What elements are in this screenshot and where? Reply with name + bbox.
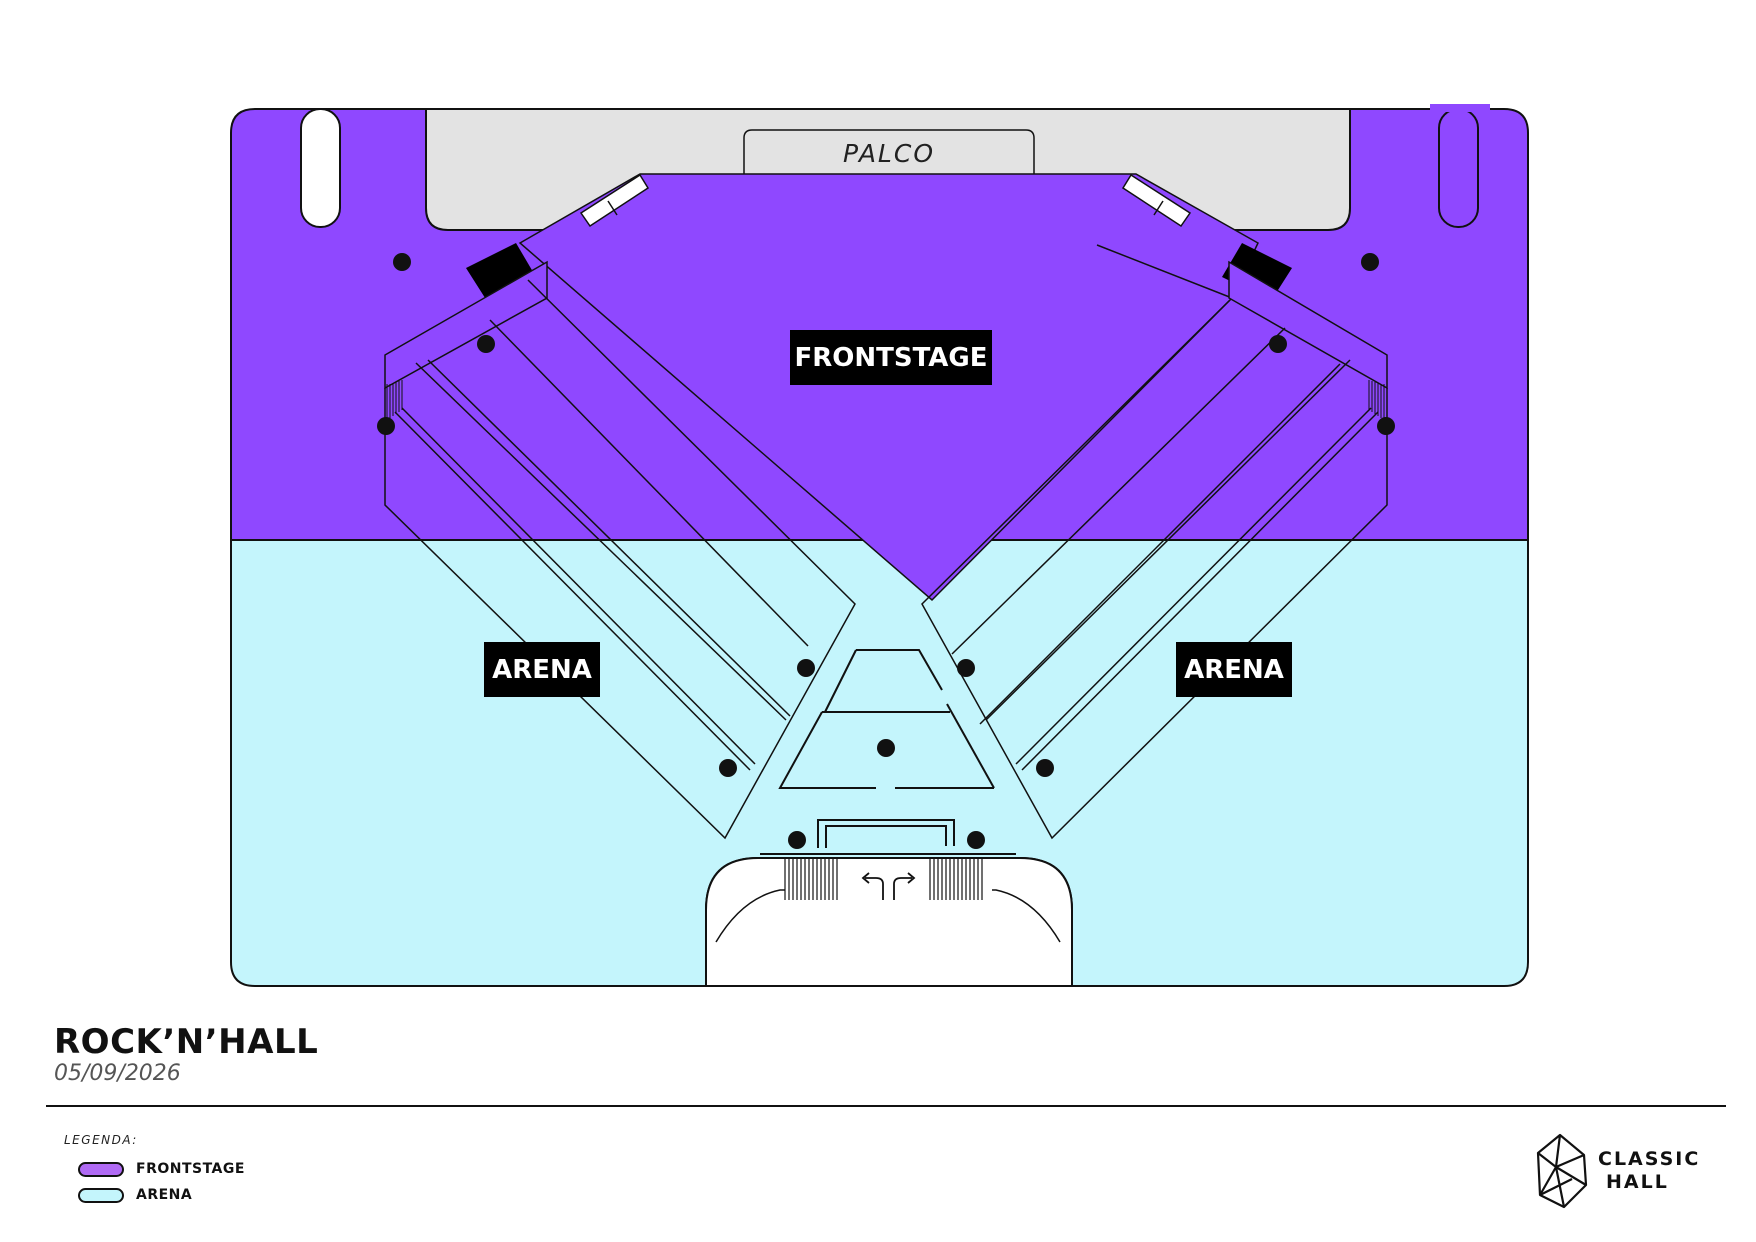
column-dot: [719, 759, 737, 777]
frontstage-label[interactable]: FRONTSTAGE: [790, 330, 992, 385]
entrance-stairs-left: [784, 858, 838, 900]
right-ramp-stairs: [1368, 380, 1385, 418]
column-dot: [797, 659, 815, 677]
column-dot: [877, 739, 895, 757]
column-dot: [1361, 253, 1379, 271]
legend-swatch-frontstage: [78, 1161, 124, 1177]
column-dot: [393, 253, 411, 271]
brand-line-2: HALL: [1606, 1171, 1669, 1193]
svg-text:FRONTSTAGE: FRONTSTAGE: [794, 343, 987, 373]
event-title: ROCK’N’HALL: [54, 1022, 319, 1062]
stage-label: PALCO: [843, 139, 935, 168]
legend-label: FRONTSTAGE: [136, 1161, 245, 1177]
brand-line-1: CLASSIC: [1598, 1148, 1701, 1170]
speaker-left-black: [466, 243, 536, 301]
svg-text:ARENA: ARENA: [492, 655, 592, 685]
left-ramp-stairs: [386, 380, 403, 418]
legend-label: ARENA: [136, 1187, 193, 1203]
arena-right-label[interactable]: ARENA: [1176, 642, 1292, 697]
pillar-left: [300, 108, 341, 228]
foh-control-area: [778, 649, 995, 789]
venue-columns: [377, 253, 1395, 849]
legend-title: LEGENDA:: [64, 1133, 138, 1147]
stage-label-box: [743, 129, 1035, 174]
legend-item-arena: ARENA: [78, 1187, 192, 1203]
column-dot: [377, 417, 395, 435]
column-dot: [477, 335, 495, 353]
column-dot: [1269, 335, 1287, 353]
entrance-arrows-icon: [861, 872, 916, 900]
arena-left-label[interactable]: ARENA: [484, 642, 600, 697]
entrance-stairs-right: [929, 858, 983, 900]
left-ramp: [384, 260, 856, 840]
footer-divider: [46, 1105, 1726, 1107]
crystal-logo-icon: [1536, 1133, 1588, 1209]
pillar-right: [1438, 108, 1479, 228]
legend-swatch-arena: [78, 1187, 124, 1203]
legend-item-frontstage: FRONTSTAGE: [78, 1161, 245, 1177]
column-dot: [1036, 759, 1054, 777]
column-dot: [788, 831, 806, 849]
svg-text:ARENA: ARENA: [1184, 655, 1284, 685]
classic-hall-logo: CLASSIC HALL: [1536, 1133, 1700, 1209]
event-date: 05/09/2026: [54, 1061, 181, 1086]
column-dot: [957, 659, 975, 677]
right-ramp: [921, 260, 1388, 840]
speaker-left-top: [579, 173, 650, 228]
stage-extension: [518, 173, 1259, 602]
column-dot: [1377, 417, 1395, 435]
speaker-right-top: [1121, 173, 1192, 228]
column-dot: [967, 831, 985, 849]
speaker-right-black: [1222, 243, 1292, 301]
entrance-floor: [705, 857, 1073, 987]
